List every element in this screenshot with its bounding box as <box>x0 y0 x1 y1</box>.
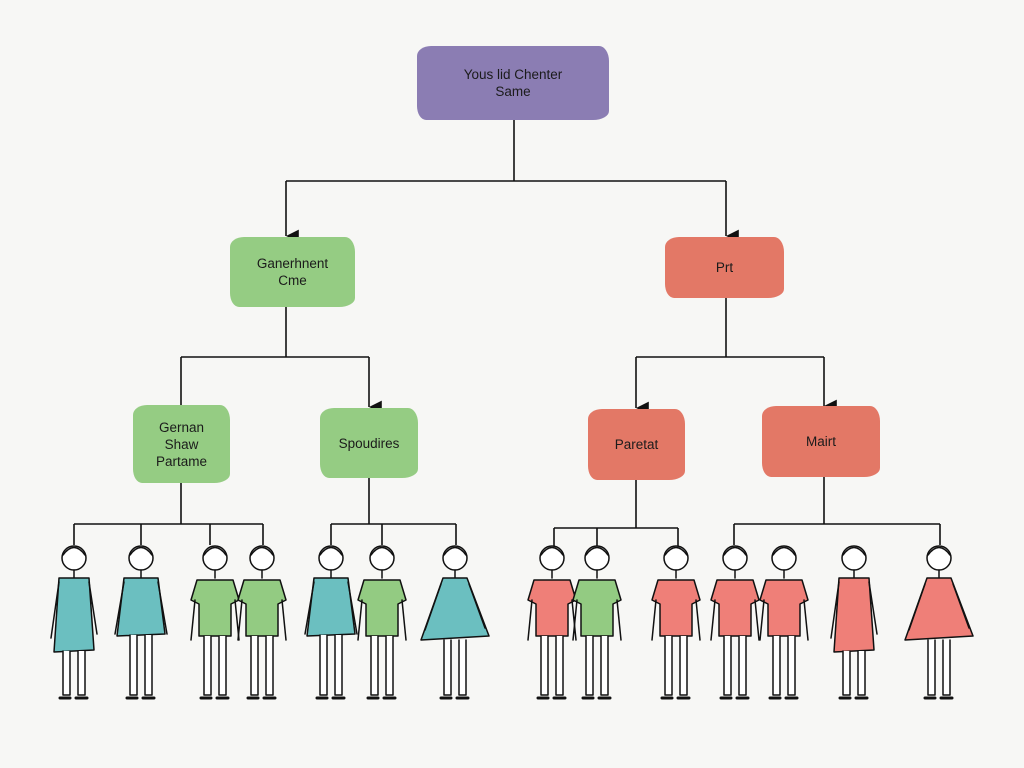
person-figure <box>304 545 358 700</box>
paretat-node-label: Paretat <box>614 437 659 452</box>
left-branch-node-label: Ganerhnent Cme <box>256 256 329 288</box>
right-branch-node-label: Prt <box>715 260 734 275</box>
person-figure <box>190 545 240 700</box>
mairt-node: Mairt <box>762 406 880 477</box>
paretat-node: Paretat <box>588 409 685 480</box>
mairt-node-label: Mairt <box>806 434 836 449</box>
person-figure <box>759 545 809 700</box>
person-figure <box>357 545 407 700</box>
connector-mairt-people <box>733 477 941 545</box>
spoudires-node-label: Spoudires <box>338 435 400 451</box>
spoudires-node: Spoudires <box>320 408 418 478</box>
connector-paretat-people <box>553 480 679 547</box>
person-figure <box>50 545 98 700</box>
person-figure <box>651 545 701 700</box>
connector-spoudires-people <box>330 478 457 545</box>
gernan-node-label: Gernan Shaw Partame <box>155 419 208 469</box>
root-node: Yous lid Chenter Same <box>417 46 609 120</box>
person-figure <box>710 545 760 700</box>
person-figure <box>527 545 577 700</box>
person-figure <box>830 545 878 700</box>
connector-gernan-people <box>73 483 264 545</box>
left-branch-node: Ganerhnent Cme <box>230 237 355 307</box>
right-branch-node: Prt <box>665 237 784 298</box>
person-figure <box>572 545 622 700</box>
person-figure <box>237 545 287 700</box>
root-node-label: Yous lid Chenter Same <box>463 67 563 99</box>
person-figure <box>904 545 974 700</box>
gernan-node: Gernan Shaw Partame <box>133 405 230 483</box>
person-figure <box>420 545 490 700</box>
person-figure <box>114 545 168 700</box>
